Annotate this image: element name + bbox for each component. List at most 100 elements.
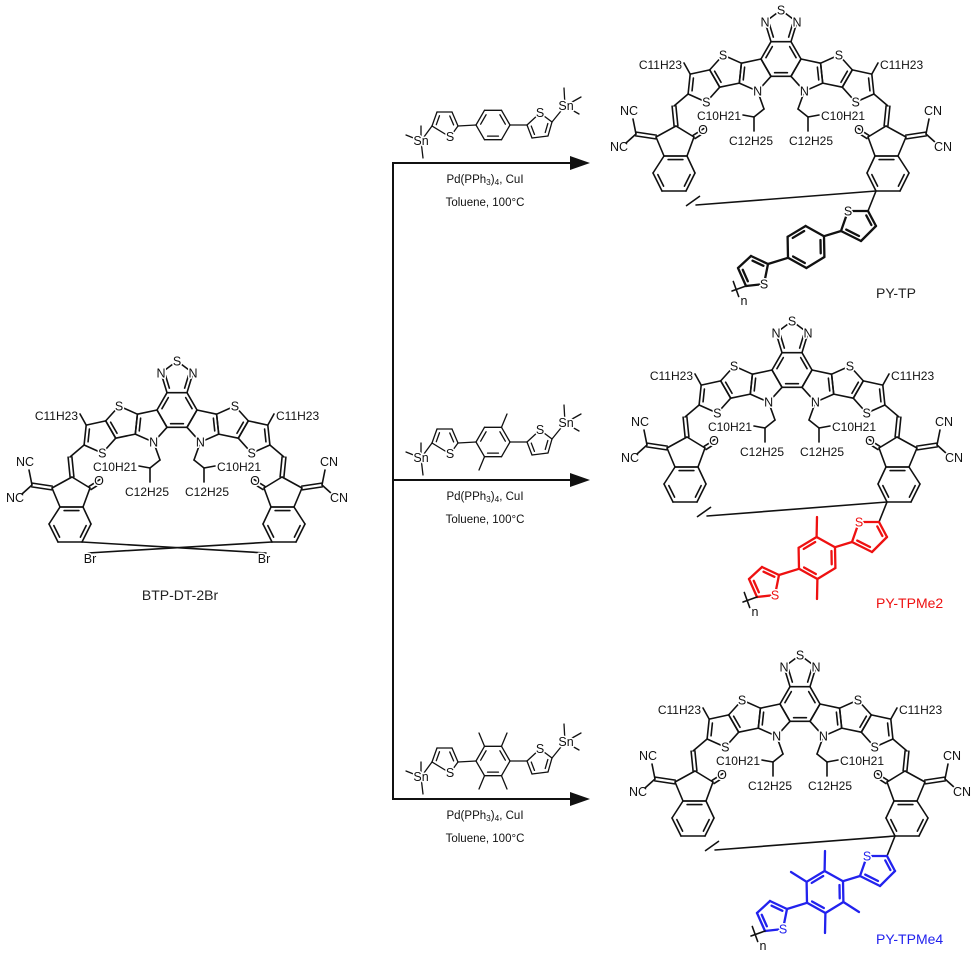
bond	[865, 214, 873, 227]
bond	[711, 772, 724, 782]
bond	[811, 369, 833, 376]
bond	[897, 136, 907, 157]
bond	[822, 229, 843, 238]
bond	[839, 229, 863, 243]
bond	[756, 90, 765, 110]
sulfur-label: S	[536, 742, 544, 756]
bond	[547, 757, 553, 773]
bond	[499, 750, 507, 761]
bond	[814, 393, 835, 404]
bond	[759, 703, 781, 710]
sulfur-label: S	[854, 694, 862, 708]
bond	[902, 750, 906, 772]
bond	[925, 133, 937, 144]
bond	[564, 105, 580, 115]
bond	[250, 444, 271, 454]
arrowhead-3	[570, 792, 590, 806]
sulfur-label: S	[446, 447, 454, 461]
bond	[698, 404, 719, 414]
bond	[685, 195, 701, 207]
bond	[708, 69, 721, 88]
bond	[551, 422, 566, 440]
polymer-core-2: NSSNC11H23C10H21C12H25ONCNCNSSNC11H23C10…	[619, 313, 965, 518]
bond	[692, 127, 705, 137]
bond	[823, 869, 845, 883]
bond	[547, 438, 553, 454]
bond	[718, 82, 741, 88]
bond	[771, 351, 783, 371]
bond	[203, 465, 216, 469]
bond	[675, 105, 679, 127]
bond	[854, 93, 875, 103]
cyano-label: NC	[610, 140, 628, 154]
sulfur-label: S	[863, 407, 871, 421]
bond	[783, 654, 801, 668]
bond	[563, 723, 566, 743]
bond	[676, 818, 684, 832]
bond	[786, 224, 807, 238]
oxygen-label: O	[717, 768, 727, 782]
bond	[706, 718, 711, 740]
bond	[193, 441, 202, 461]
catalyst-text: Pd(PPh3)4, CuI	[446, 174, 523, 187]
bond	[69, 444, 85, 458]
bond	[247, 420, 269, 426]
bond	[786, 256, 808, 270]
bromine-label: Br	[84, 552, 97, 566]
bond	[798, 334, 805, 349]
bond	[838, 699, 859, 710]
bond	[760, 913, 768, 928]
bond	[816, 753, 828, 763]
bond	[526, 124, 533, 139]
bond	[683, 173, 691, 187]
bond	[526, 112, 541, 126]
bond	[435, 432, 441, 443]
bond	[673, 93, 689, 107]
reaction-arrows	[392, 156, 590, 806]
bond	[293, 506, 306, 525]
bond	[832, 393, 855, 400]
bond	[857, 127, 870, 137]
bond	[431, 442, 451, 455]
bond	[706, 501, 888, 517]
bromine-label: Br	[258, 552, 271, 566]
bond	[877, 520, 889, 539]
bond	[916, 446, 939, 451]
bond	[301, 486, 324, 491]
bond	[82, 506, 92, 525]
undecyl-label: C11H23	[899, 703, 942, 717]
tin-label: Sn	[413, 451, 428, 465]
bond	[668, 484, 676, 498]
bond	[892, 738, 908, 752]
bond	[420, 442, 433, 459]
bond	[134, 413, 139, 435]
bond	[776, 356, 785, 370]
bond	[530, 442, 536, 453]
sulfur-label: S	[115, 400, 123, 414]
bond	[87, 428, 91, 443]
bond	[898, 416, 902, 438]
bond	[743, 591, 751, 609]
catalyst-text: Pd(PPh3)4, CuI	[446, 491, 523, 504]
bond	[655, 136, 665, 157]
bond	[267, 524, 275, 538]
bond	[704, 817, 715, 837]
bond	[747, 565, 764, 581]
bond	[544, 122, 549, 134]
bond	[733, 365, 754, 376]
bond	[104, 420, 117, 440]
bond	[877, 466, 887, 485]
bond	[544, 439, 549, 451]
bond	[79, 413, 87, 426]
bond	[563, 404, 566, 424]
bond	[867, 190, 877, 212]
bond	[785, 901, 809, 911]
bond	[819, 703, 841, 710]
bond	[499, 431, 507, 442]
bond	[744, 282, 766, 288]
bond	[500, 109, 511, 126]
bond	[634, 135, 657, 140]
sulfur-label: S	[446, 766, 454, 780]
decyl-label: C10H21	[821, 109, 865, 123]
